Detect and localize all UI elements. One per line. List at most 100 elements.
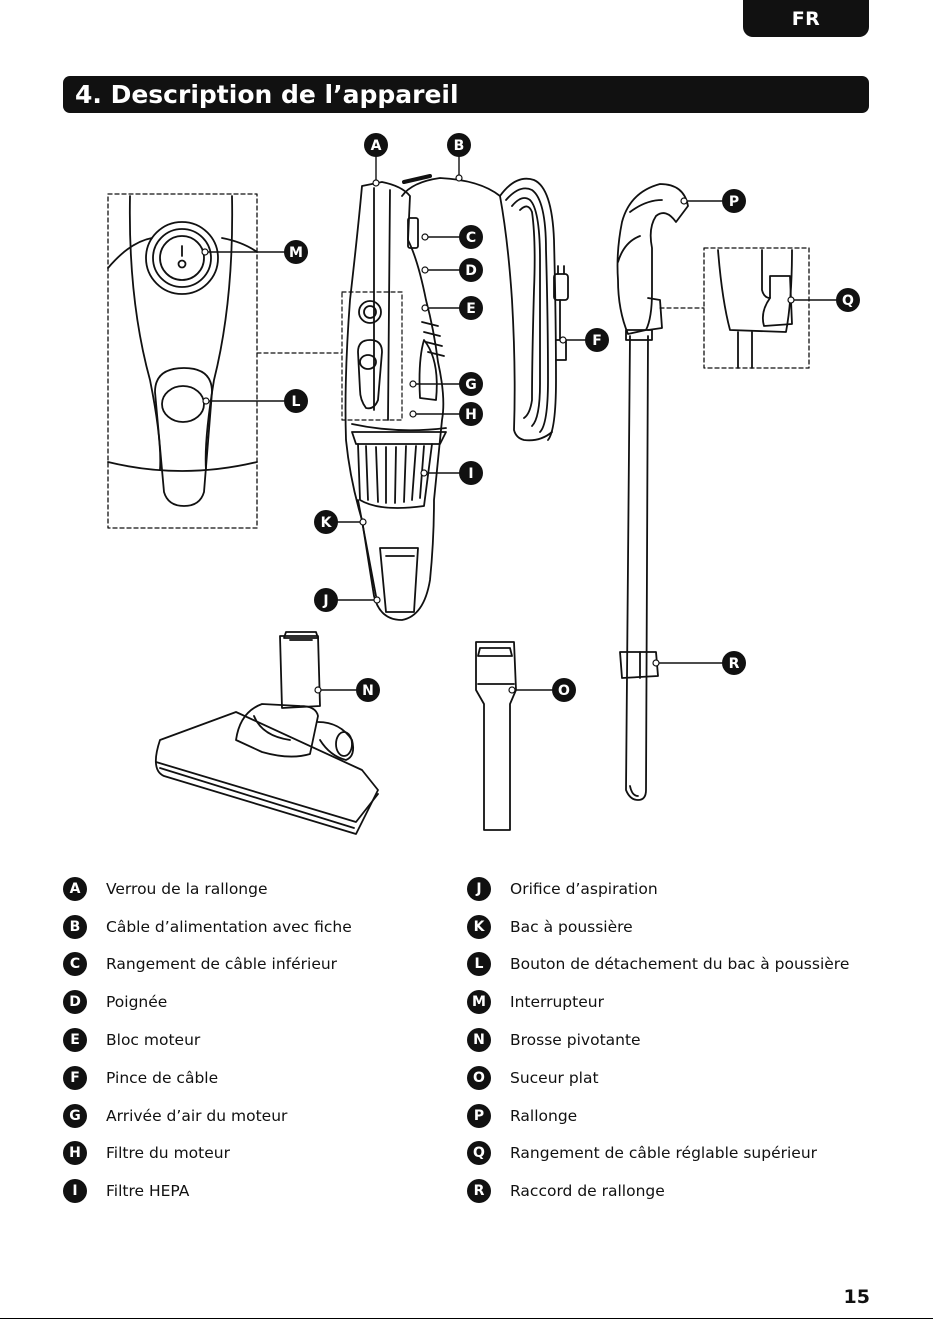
callout-m: M <box>284 240 308 264</box>
legend-text: Orifice d’aspiration <box>510 879 658 898</box>
crevice-tool <box>475 641 517 831</box>
legend-badge: F <box>63 1065 87 1090</box>
svg-text:G: G <box>465 377 477 393</box>
callout-n: N <box>356 678 380 702</box>
svg-text:P: P <box>729 194 739 210</box>
legend-text: Câble d’alimentation avec fiche <box>106 917 352 936</box>
legend-text: Bouton de détachement du bac à poussière <box>510 955 850 974</box>
callout-badges: A B C D E F G H I J K L M N O P Q R <box>284 133 860 702</box>
callout-c: C <box>459 225 483 249</box>
callout-k: K <box>314 510 338 534</box>
legend-badge: R <box>467 1179 491 1204</box>
legend-text: Rangement de câble inférieur <box>106 955 338 974</box>
legend-item-r: R Raccord de rallonge <box>467 1172 907 1210</box>
svg-text:J: J <box>322 593 328 609</box>
parts-legend-right: J Orifice d’aspiration K Bac à poussière L… <box>467 870 907 1210</box>
svg-text:H: H <box>465 407 477 423</box>
legend-text: Brosse pivotante <box>510 1031 641 1050</box>
callout-q: Q <box>836 288 860 312</box>
legend-item-h: H Filtre du moteur <box>63 1135 503 1173</box>
legend-badge: K <box>467 914 491 939</box>
callout-o: O <box>552 678 576 702</box>
svg-text:E: E <box>466 301 476 317</box>
leader-lines <box>204 155 837 691</box>
parts-legend-left: A Verrou de la rallonge B Câble d’alimenta… <box>63 870 503 1210</box>
svg-text:K: K <box>321 515 333 531</box>
footer-rule <box>0 1318 933 1319</box>
callout-d: D <box>459 258 483 282</box>
callout-l: L <box>284 389 308 413</box>
legend-item-j: J Orifice d’aspiration <box>467 870 907 908</box>
svg-text:L: L <box>292 394 301 410</box>
appliance-diagram: A B C D E F G H I J K L M N O P Q R <box>107 133 860 835</box>
callout-i: I <box>459 461 483 485</box>
svg-text:D: D <box>465 263 477 279</box>
legend-text: Raccord de rallonge <box>510 1182 665 1201</box>
legend-text: Poignée <box>106 993 168 1012</box>
svg-text:B: B <box>454 138 465 154</box>
svg-text:C: C <box>466 230 476 246</box>
legend-badge: A <box>63 876 87 901</box>
legend-text: Arrivée d’air du moteur <box>106 1106 288 1125</box>
legend-text: Interrupteur <box>510 993 604 1012</box>
svg-text:O: O <box>558 683 570 699</box>
svg-text:A: A <box>371 138 382 154</box>
page-number: 15 <box>843 1286 870 1308</box>
language-tab: FR <box>743 0 869 37</box>
legend-item-a: A Verrou de la rallonge <box>63 870 503 908</box>
legend-badge: E <box>63 1028 87 1053</box>
svg-text:I: I <box>468 466 473 482</box>
legend-badge: Q <box>467 1141 491 1166</box>
language-label: FR <box>791 7 821 30</box>
legend-badge: H <box>63 1141 87 1166</box>
legend-badge: B <box>63 914 87 939</box>
legend-badge: M <box>467 990 491 1015</box>
section-header-bar: 4. Description de l’appareil <box>63 76 869 113</box>
callout-a: A <box>364 133 388 157</box>
legend-text: Rallonge <box>510 1106 578 1125</box>
pivoting-brush <box>154 631 379 835</box>
legend-text: Bloc moteur <box>106 1031 201 1050</box>
legend-badge: J <box>467 876 491 901</box>
legend-badge: P <box>467 1103 491 1128</box>
svg-text:M: M <box>289 245 303 261</box>
callout-e: E <box>459 296 483 320</box>
legend-item-k: K Bac à poussière <box>467 908 907 946</box>
callout-g: G <box>459 372 483 396</box>
detail-inset-cord-hook <box>659 247 810 369</box>
legend-item-q: Q Rangement de câble réglable supérieur <box>467 1135 907 1173</box>
handheld-vacuum-body <box>341 181 447 621</box>
legend-item-f: F Pince de câble <box>63 1059 503 1097</box>
legend-item-b: B Câble d’alimentation avec fiche <box>63 908 503 946</box>
legend-badge: C <box>63 952 87 977</box>
legend-item-m: M Interrupteur <box>467 983 907 1021</box>
legend-text: Suceur plat <box>510 1068 599 1087</box>
svg-text:Q: Q <box>842 293 854 309</box>
section-title: 4. Description de l’appareil <box>75 80 459 109</box>
callout-h: H <box>459 402 483 426</box>
extension-tube <box>616 183 689 801</box>
legend-text: Filtre HEPA <box>106 1182 190 1201</box>
legend-text: Rangement de câble réglable supérieur <box>510 1144 818 1163</box>
legend-text: Bac à poussière <box>510 917 633 936</box>
callout-p: P <box>722 189 746 213</box>
legend-item-c: C Rangement de câble inférieur <box>63 946 503 984</box>
legend-text: Filtre du moteur <box>106 1144 230 1163</box>
legend-text: Verrou de la rallonge <box>106 879 268 898</box>
svg-text:N: N <box>362 683 374 699</box>
legend-badge: O <box>467 1065 491 1090</box>
legend-item-e: E Bloc moteur <box>63 1021 503 1059</box>
legend-item-o: O Suceur plat <box>467 1059 907 1097</box>
svg-text:F: F <box>592 333 602 349</box>
leader-dots <box>201 174 795 694</box>
legend-text: Pince de câble <box>106 1068 219 1087</box>
callout-j: J <box>314 588 338 612</box>
svg-text:R: R <box>729 656 740 672</box>
legend-badge: D <box>63 990 87 1015</box>
legend-badge: I <box>63 1179 87 1204</box>
legend-badge: G <box>63 1103 87 1128</box>
detail-inset-handle <box>107 193 258 529</box>
legend-item-g: G Arrivée d’air du moteur <box>63 1097 503 1135</box>
